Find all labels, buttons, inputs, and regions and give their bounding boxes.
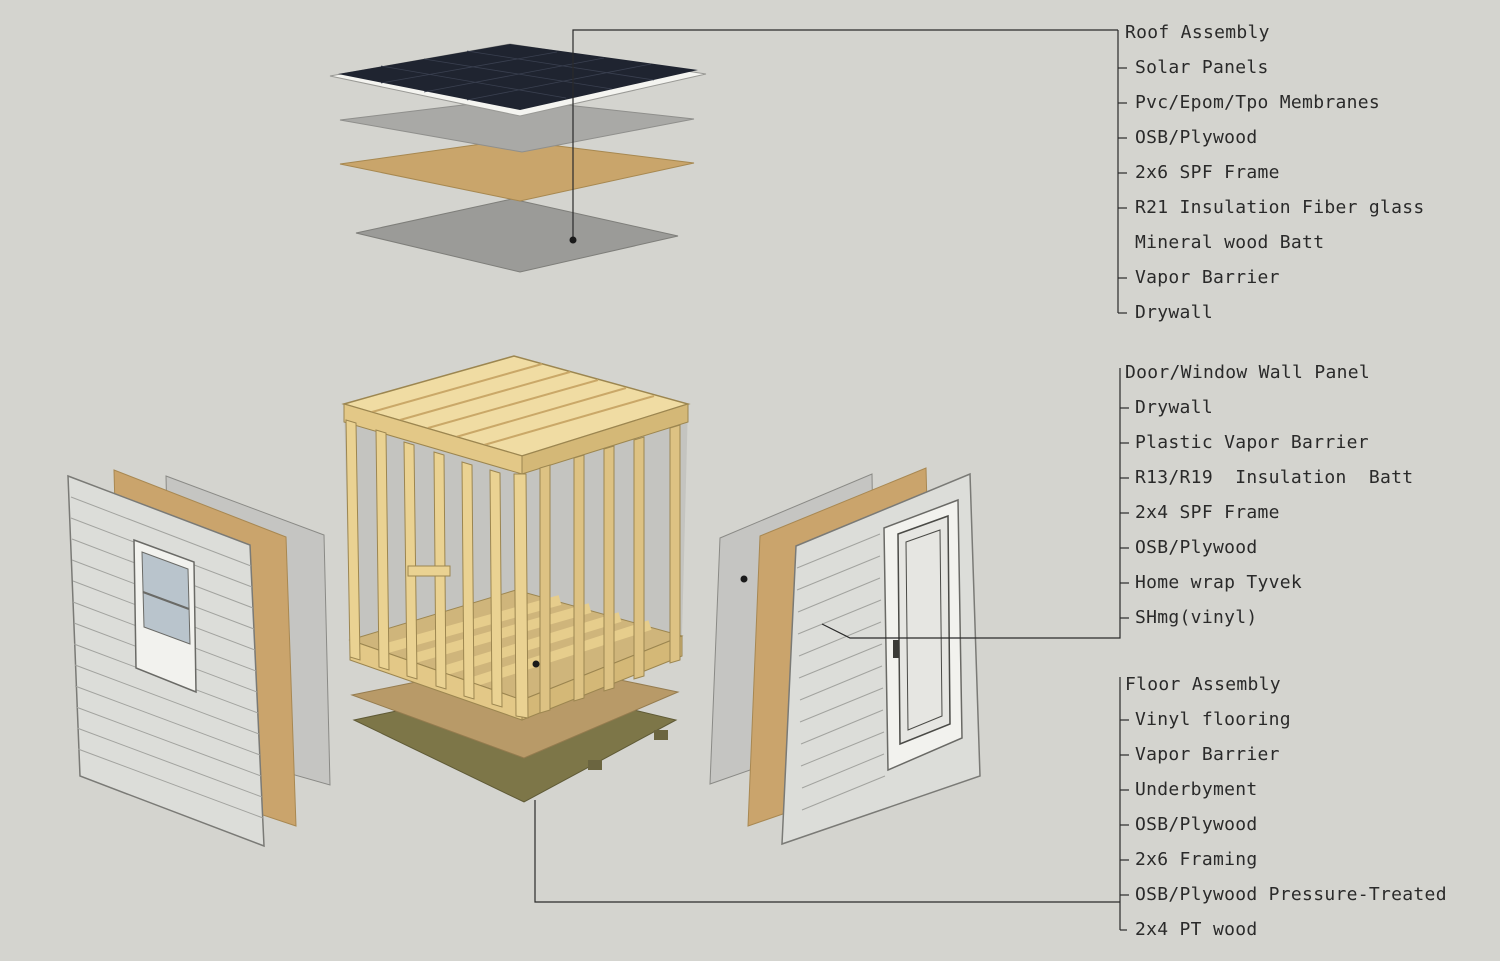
roof-leader (572, 29, 1118, 240)
floor-item-vinyl: Vinyl flooring (1135, 709, 1291, 730)
center-frame (341, 355, 691, 803)
roof-rafters (371, 363, 655, 446)
floor-pt-block (588, 760, 602, 770)
floor-item-framing: 2x6 Framing (1135, 849, 1258, 870)
top-plate-right (521, 403, 689, 475)
floor-assembly-title: Floor Assembly (1125, 674, 1281, 695)
floor-item-osb-pt: OSB/Plywood Pressure-Treated (1135, 884, 1447, 905)
wall-item-drywall: Drywall (1135, 397, 1213, 418)
door-handle (893, 640, 899, 658)
wall-callout-dot (740, 575, 748, 583)
roof-assembly-title: Roof Assembly (1125, 22, 1270, 43)
frame-callout-dot (532, 660, 540, 668)
window-sash (142, 591, 190, 610)
roof-callout-dot (569, 236, 577, 244)
roof-item-vapor-barrier: Vapor Barrier (1135, 267, 1280, 288)
roof-item-osb: OSB/Plywood (1135, 127, 1258, 148)
floor-item-osb: OSB/Plywood (1135, 814, 1258, 835)
roof-membrane-layer (339, 98, 695, 153)
wall-item-osb: OSB/Plywood (1135, 537, 1258, 558)
wall-item-vapor-barrier: Plastic Vapor Barrier (1135, 432, 1369, 453)
door-panel (897, 514, 951, 746)
leader-lines (534, 29, 1127, 931)
solar-panel (338, 44, 698, 110)
right-wall-panel (709, 467, 981, 846)
floor-pt-block (654, 730, 668, 740)
roof-item-solar-panels: Solar Panels (1135, 57, 1269, 78)
left-wall-panel (67, 469, 331, 848)
floor-item-vapor-barrier: Vapor Barrier (1135, 744, 1280, 765)
floor-item-underlayment: Underbyment (1135, 779, 1258, 800)
wall-item-frame: 2x4 SPF Frame (1135, 502, 1280, 523)
right-siding-lines (796, 533, 886, 811)
wall-panel-title: Door/Window Wall Panel (1125, 362, 1371, 383)
roof-item-drywall: Drywall (1135, 302, 1213, 323)
floor-item-pt-wood: 2x4 PT wood (1135, 919, 1258, 940)
leader-ticks (1118, 67, 1129, 896)
roof-item-frame: 2x6 SPF Frame (1135, 162, 1280, 183)
roof-stack (329, 43, 707, 273)
studs-left (345, 419, 529, 719)
floor-leader (534, 800, 1120, 903)
roof-item-insulation-cont: Mineral wood Batt (1135, 232, 1325, 253)
door-inset (905, 529, 943, 731)
wall-item-house-wrap: Home wrap Tyvek (1135, 572, 1303, 593)
window-header (407, 565, 451, 577)
roof-drywall-layer (355, 198, 679, 273)
roof-item-insulation: R21 Insulation Fiber glass (1135, 197, 1425, 218)
roof-item-membranes: Pvc/Epom/Tpo Membranes (1135, 92, 1381, 113)
solar-panel-grid (380, 50, 655, 101)
roof-osb-layer (339, 139, 695, 202)
wall-item-siding: SHmg(vinyl) (1135, 607, 1258, 628)
studs-right (539, 424, 681, 714)
wall-leader (821, 368, 1121, 639)
wall-item-insulation: R13/R19 Insulation Batt (1135, 467, 1414, 488)
window-glass (141, 551, 191, 645)
